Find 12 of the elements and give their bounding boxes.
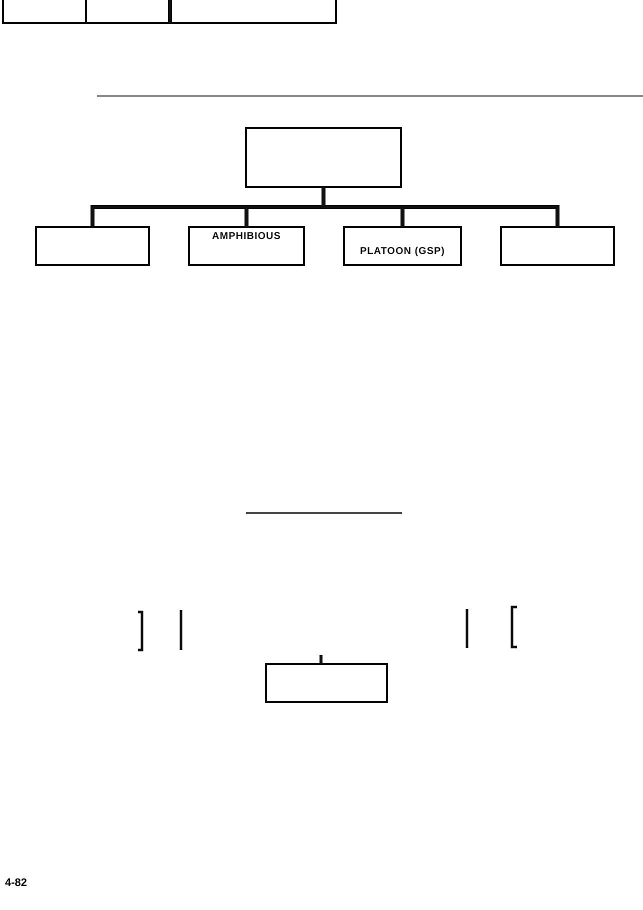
- empty-box: [2, 0, 87, 24]
- empty-box: [265, 663, 388, 703]
- unit-label: PLATOON (GSP): [358, 246, 446, 257]
- empty-box: [170, 0, 337, 24]
- empty-box: [500, 226, 615, 266]
- empty-box: [85, 0, 170, 24]
- empty-box: [245, 127, 402, 188]
- unit-box: [343, 226, 462, 266]
- page-number: 4-82: [5, 877, 28, 889]
- unit-box: [188, 226, 305, 266]
- empty-box: [35, 226, 150, 266]
- unit-label: AMPHIBIOUS: [211, 231, 282, 242]
